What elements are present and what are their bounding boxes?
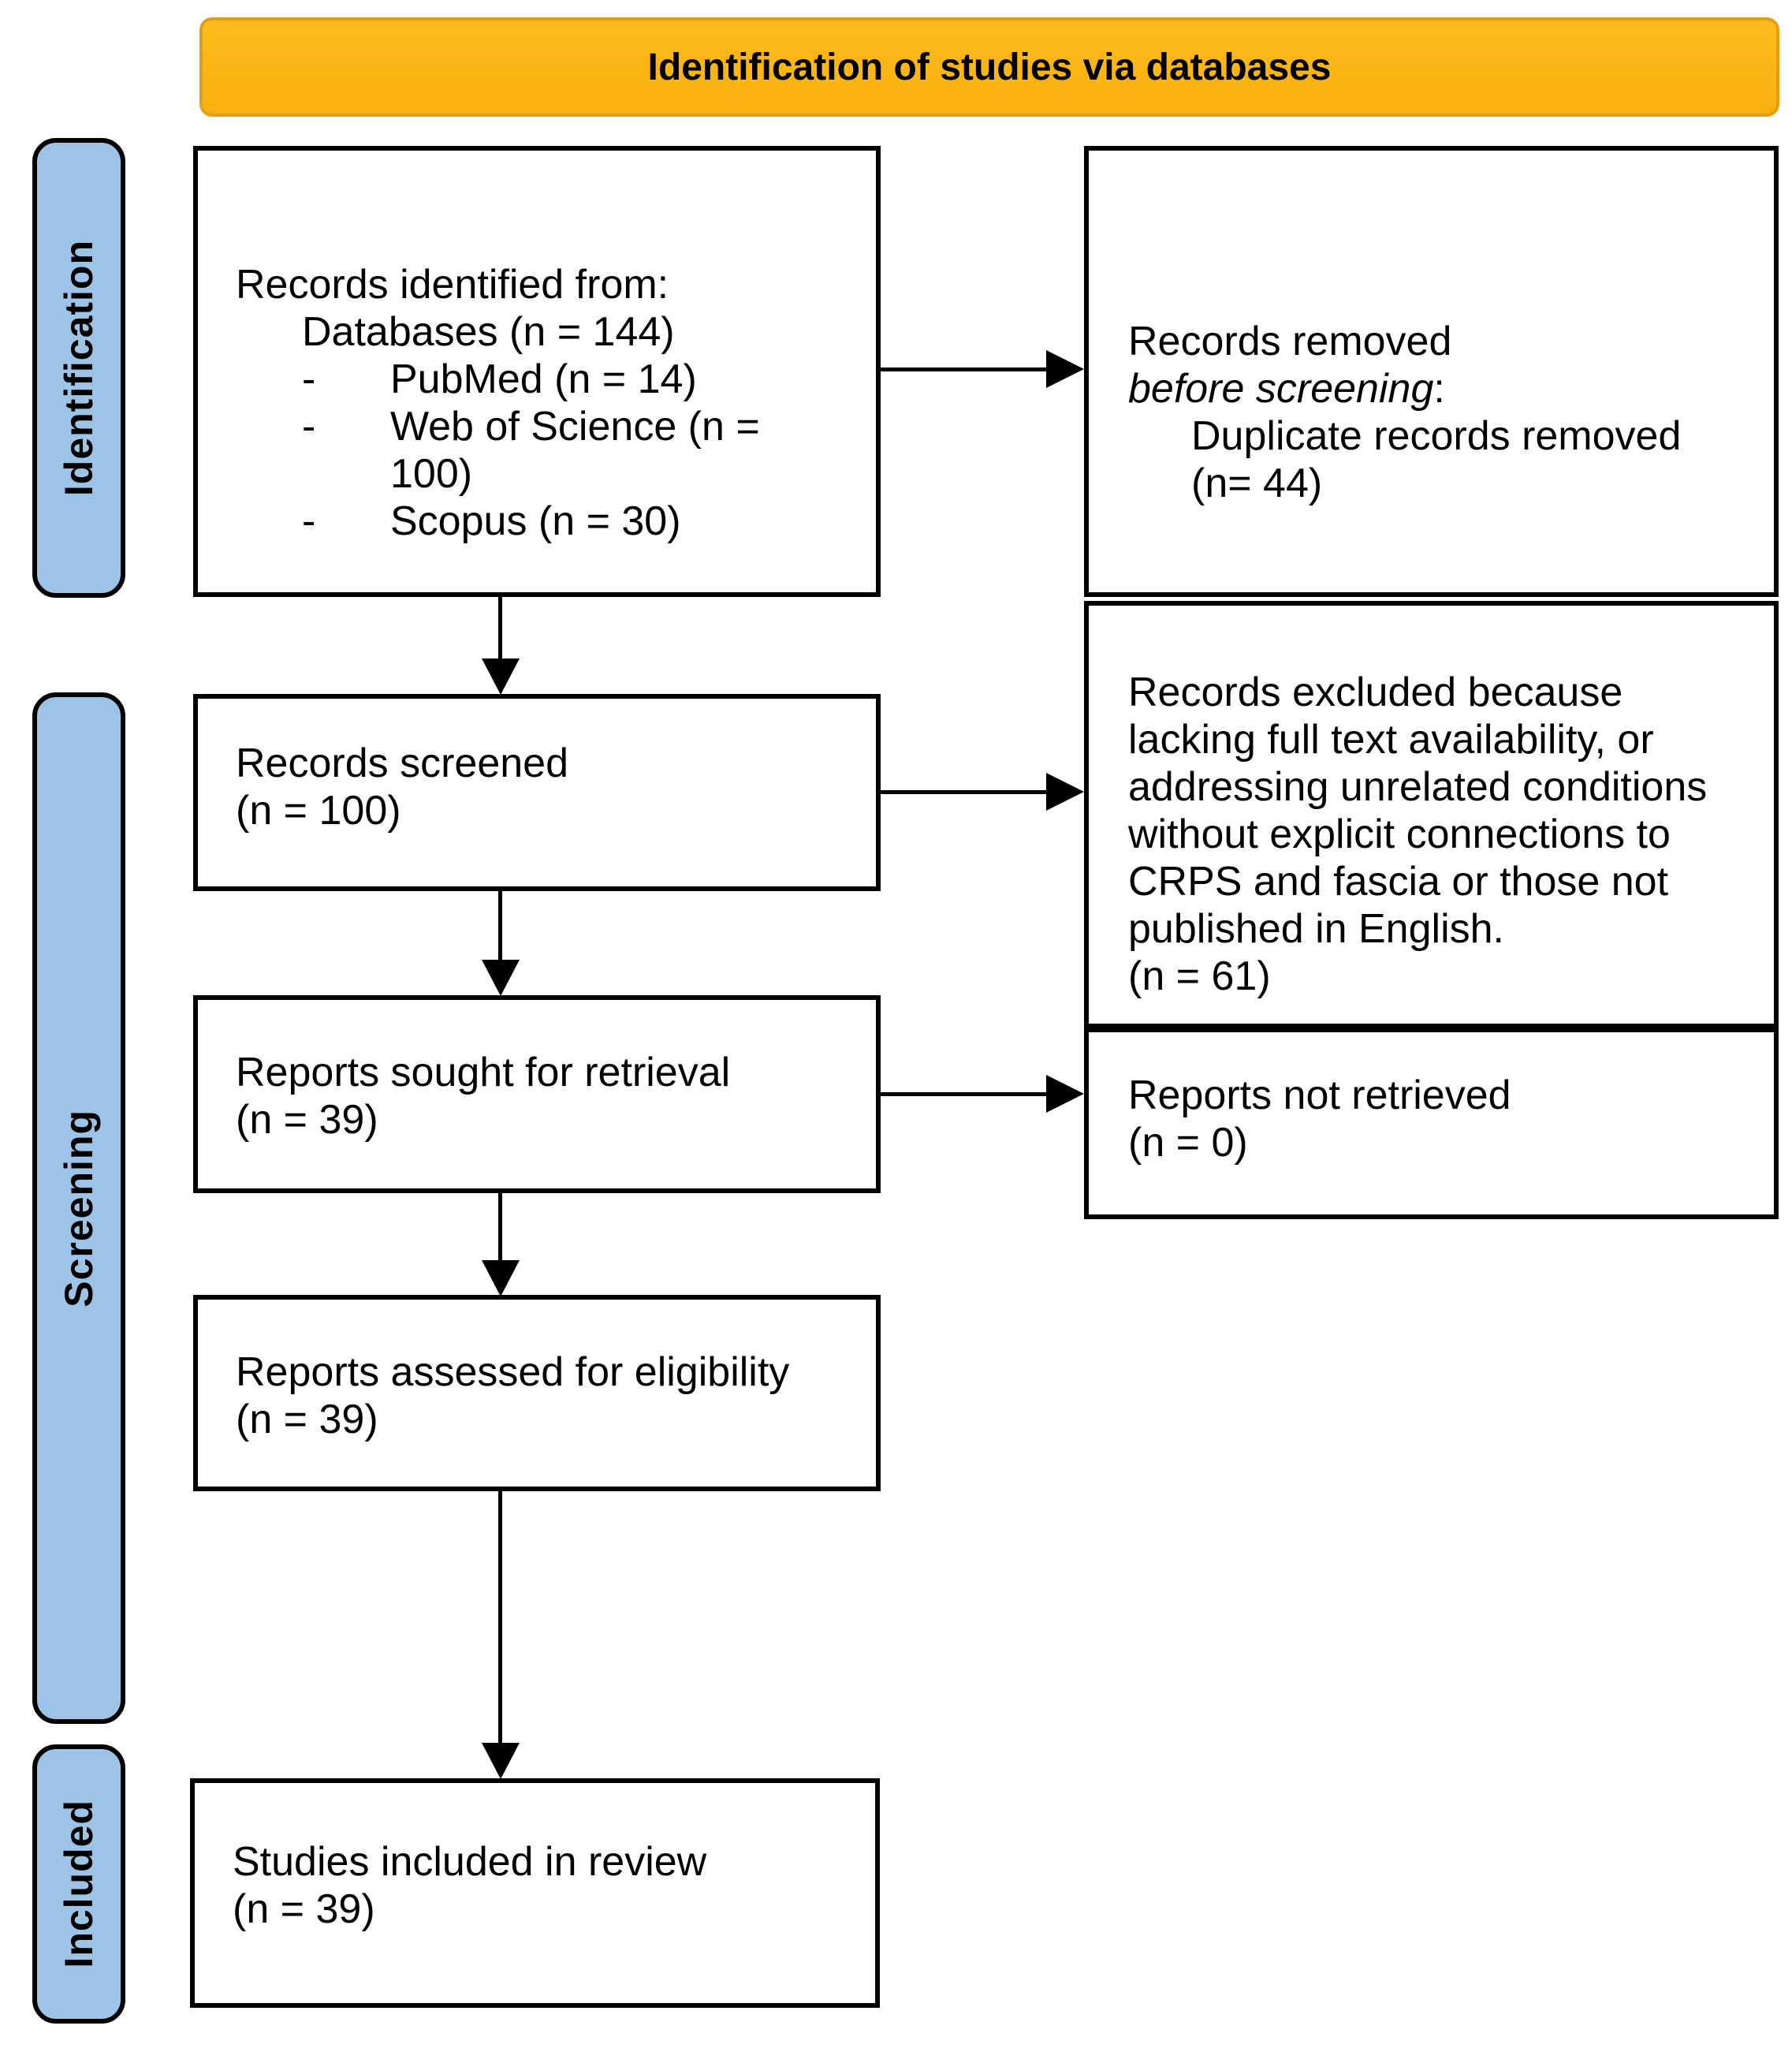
stage-screening: Screening (32, 692, 125, 1724)
bullet-pubmed-text: PubMed (n = 14) (390, 356, 697, 402)
box-reports-sought: Reports sought for retrieval (n = 39) (193, 995, 881, 1193)
bullet-pubmed: - PubMed (n = 14) (302, 356, 854, 403)
bullet-dash: - (302, 498, 316, 544)
records-excluded-count: (n = 61) (1128, 953, 1271, 999)
arrow-shaft (881, 367, 1049, 371)
box-records-identified: Records identified from: Databases (n = … (193, 146, 881, 597)
records-screened-line1: Records screened (236, 740, 568, 786)
arrow-shaft (881, 790, 1049, 794)
arrow-shaft (498, 597, 502, 662)
bullet-scopus-text: Scopus (n = 30) (390, 498, 681, 544)
arrow-head-right-icon (1046, 350, 1084, 388)
duplicate-records-line: Duplicate records removed (1191, 413, 1682, 459)
stage-identification: Identification (32, 138, 125, 598)
bullet-dash: - (302, 404, 316, 450)
reports-assessed-line1: Reports assessed for eligibility (236, 1349, 790, 1395)
arrow-head-down-icon (482, 658, 520, 695)
arrow-shaft (881, 1092, 1049, 1096)
reports-not-retrieved-count: (n = 0) (1128, 1120, 1248, 1166)
reports-assessed-count: (n = 39) (236, 1397, 378, 1442)
arrow-head-right-icon (1046, 1075, 1084, 1113)
records-screened-count: (n = 100) (236, 788, 401, 834)
reports-sought-line1: Reports sought for retrieval (236, 1050, 731, 1095)
box-records-screened: Records screened (n = 100) (193, 694, 881, 891)
header-title: Identification of studies via databases (647, 46, 1332, 88)
stage-identification-label: Identification (57, 239, 101, 497)
arrow-head-down-icon (482, 1260, 520, 1296)
reports-sought-count: (n = 39) (236, 1097, 378, 1143)
arrow-shaft (498, 1490, 502, 1745)
box-reports-assessed: Reports assessed for eligibility (n = 39… (193, 1295, 881, 1491)
box-reports-not-retrieved: Reports not retrieved (n = 0) (1084, 1028, 1779, 1219)
bullet-dash: - (302, 356, 316, 402)
box-studies-included: Studies included in review (n = 39) (190, 1778, 880, 2008)
studies-included-line1: Studies included in review (233, 1839, 707, 1885)
stage-included-label: Included (57, 1800, 101, 1968)
records-removed-italic: before screening (1128, 366, 1434, 412)
arrow-head-down-icon (482, 1743, 520, 1779)
bullet-scopus: - Scopus (n = 30) (302, 498, 854, 545)
box-records-excluded: Records excluded because lacking full te… (1084, 601, 1779, 1028)
records-identified-line2: Databases (n = 144) (302, 309, 675, 355)
stage-screening-label: Screening (57, 1109, 101, 1308)
records-removed-detail: Duplicate records removed (n= 44) (1191, 412, 1742, 507)
header-banner: Identification of studies via databases (199, 17, 1779, 117)
box-records-removed: Records removed before screening: Duplic… (1084, 146, 1779, 597)
arrow-head-right-icon (1046, 773, 1084, 811)
arrow-shaft (498, 1192, 502, 1263)
records-identified-line1: Records identified from: (236, 262, 669, 308)
arrow-shaft (498, 890, 502, 962)
records-removed-heading: Records removed before screening: (1128, 318, 1570, 412)
records-excluded-text: Records excluded because lacking full te… (1128, 670, 1708, 952)
reports-not-retrieved-line1: Reports not retrieved (1128, 1072, 1511, 1118)
arrow-head-down-icon (482, 960, 520, 996)
stage-included: Included (32, 1744, 125, 2024)
bullet-web-of-science-text: Web of Science (n = 100) (390, 404, 760, 497)
duplicate-records-count: (n= 44) (1191, 461, 1323, 506)
bullet-web-of-science: - Web of Science (n = 100) (302, 403, 854, 498)
records-removed-post: : (1433, 366, 1445, 412)
records-removed-pre: Records removed (1128, 319, 1452, 364)
studies-included-count: (n = 39) (233, 1886, 375, 1932)
